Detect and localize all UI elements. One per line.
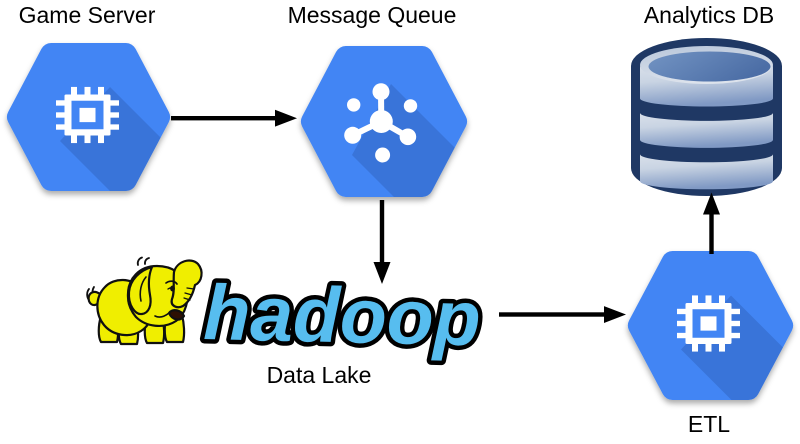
svg-text:Message Queue: Message Queue [288, 2, 457, 28]
svg-text:Analytics DB: Analytics DB [644, 2, 774, 28]
svg-text:Game Server: Game Server [19, 2, 156, 28]
svg-text:ETL: ETL [688, 411, 730, 437]
svg-text:hadoop: hadoop [203, 268, 482, 362]
svg-text:Data Lake: Data Lake [267, 362, 372, 388]
